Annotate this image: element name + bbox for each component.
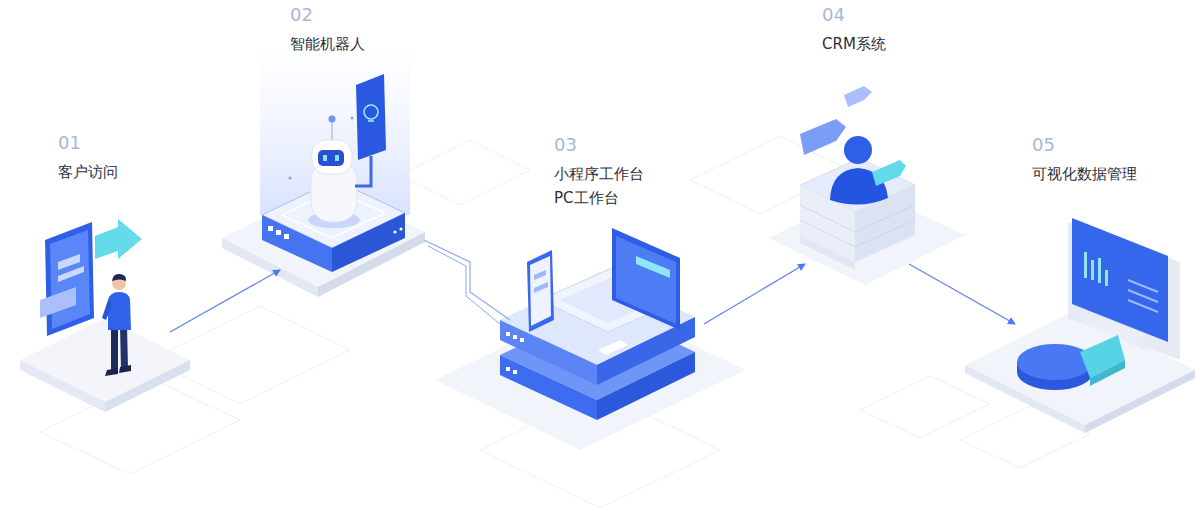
illustration-shape xyxy=(268,226,273,231)
step-node: 05 可视化数据管理 xyxy=(1015,134,1189,334)
illustration-shape xyxy=(520,338,524,342)
illustration-shape xyxy=(513,335,517,339)
illustration-shape xyxy=(364,105,378,119)
illustration-shape xyxy=(1080,335,1125,378)
illustration-shape xyxy=(150,306,350,404)
illustration-shape xyxy=(102,300,112,320)
illustration-shape xyxy=(355,156,371,186)
robot-scene xyxy=(222,40,425,297)
step-number: 03 xyxy=(554,134,704,156)
illustration-shape xyxy=(506,332,510,336)
illustration-shape xyxy=(844,136,872,164)
illustration-shape xyxy=(855,220,915,247)
illustration-shape xyxy=(800,205,855,232)
illustration-shape xyxy=(860,376,990,438)
step-node: 02 智能机器人 xyxy=(280,4,424,276)
dashboard-scene xyxy=(965,218,1195,433)
illustration-shape xyxy=(1105,270,1108,286)
illustration-shape xyxy=(1091,260,1094,280)
step-number: 02 xyxy=(290,4,424,26)
illustration-shape xyxy=(108,292,131,330)
illustration-shape xyxy=(598,340,628,355)
illustration-shape xyxy=(1098,258,1101,283)
flow-arrow xyxy=(704,264,805,324)
illustration-shape xyxy=(45,222,94,336)
illustration-shape xyxy=(329,116,336,123)
illustration-shape xyxy=(119,365,131,373)
step-node: 04CRM系统 xyxy=(805,4,909,266)
illustration-shape xyxy=(284,234,289,239)
illustration-shape xyxy=(1128,300,1158,312)
illustration-shape xyxy=(527,250,554,332)
illustration-shape xyxy=(400,140,530,205)
illustration-shape xyxy=(616,236,676,324)
illustration-shape xyxy=(1128,280,1158,292)
step-label: 智能机器人 xyxy=(290,32,424,56)
flow-arrow xyxy=(170,270,280,332)
step-label: 小程序工作台 PC工作台 xyxy=(554,162,650,210)
step-label: 客户访问 xyxy=(58,160,170,184)
illustration-shape xyxy=(20,360,105,412)
wire-line xyxy=(428,246,500,324)
illustration-shape xyxy=(40,287,76,318)
floor-grid xyxy=(40,136,1090,508)
illustration-shape xyxy=(1128,290,1158,302)
illustration-shape xyxy=(289,177,292,180)
illustration-shape xyxy=(318,150,344,166)
illustration-shape xyxy=(800,119,846,155)
illustration-shape xyxy=(120,326,128,370)
illustration-shape xyxy=(351,117,354,120)
step-number: 05 xyxy=(1032,134,1189,156)
wire-connector xyxy=(424,240,510,320)
illustration-shape xyxy=(356,74,386,160)
illustration-shape xyxy=(530,256,551,326)
illustration-shape xyxy=(855,205,915,232)
illustration-shape xyxy=(399,227,402,230)
visitor-scene xyxy=(20,219,190,412)
illustration-shape xyxy=(105,368,118,376)
flow-arrow xyxy=(909,264,1015,324)
step-label: 可视化数据管理 xyxy=(1032,162,1189,186)
illustration-shape xyxy=(1017,344,1093,380)
illustration-shape xyxy=(20,318,190,402)
illustration-shape xyxy=(112,274,126,281)
illustration-shape xyxy=(534,270,546,280)
step-label: CRM系统 xyxy=(822,32,909,56)
step-number: 04 xyxy=(822,4,909,26)
illustration-shape xyxy=(1090,360,1125,386)
illustration-shape xyxy=(111,326,118,372)
workbench-scene xyxy=(435,228,745,450)
illustration-shape xyxy=(513,370,517,374)
illustration-shape xyxy=(1084,252,1087,278)
step-node: 01 客户访问 xyxy=(56,132,170,394)
illustration-shape xyxy=(636,256,670,278)
illustration-shape xyxy=(323,155,327,161)
illustration-shape xyxy=(312,140,352,174)
illustration-shape xyxy=(58,266,84,282)
illustration-shape xyxy=(95,219,142,259)
illustration-shape xyxy=(50,230,90,329)
illustration-shape xyxy=(58,254,80,270)
illustration-shape xyxy=(276,230,281,235)
step-number: 01 xyxy=(58,132,170,154)
illustration-shape xyxy=(612,228,680,330)
illustration-shape xyxy=(506,367,510,371)
illustration-shape xyxy=(534,282,548,293)
illustration-shape xyxy=(331,122,333,140)
step-node: 03 小程序工作台 PC工作台 xyxy=(510,134,704,394)
illustration-shape xyxy=(393,230,396,233)
illustration-shape xyxy=(844,86,872,107)
illustration-shape xyxy=(872,160,906,186)
illustration-shape xyxy=(800,220,855,247)
crm-scene xyxy=(768,86,965,285)
illustration-shape xyxy=(500,320,597,385)
illustration-shape xyxy=(335,155,339,161)
illustration-shape xyxy=(368,120,374,122)
